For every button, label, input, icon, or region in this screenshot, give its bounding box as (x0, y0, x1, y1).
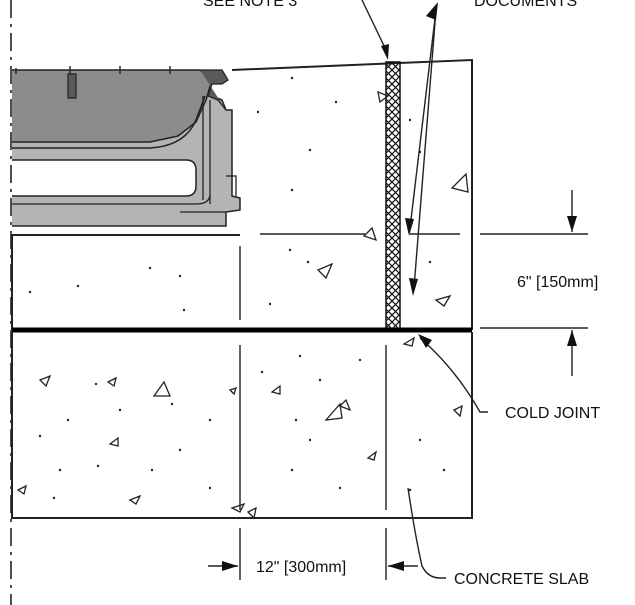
concrete-aggregate-marks (16, 90, 469, 520)
documents-label: DOCUMENTS (474, 0, 577, 10)
see-note-label: SEE NOTE 3 (203, 0, 297, 10)
cold-joint-label: COLD JOINT (505, 405, 600, 422)
concrete-slab-leader (407, 487, 446, 579)
expansion-joint-strip (385, 61, 401, 331)
trench-drain-channel (12, 66, 241, 227)
top-leader-lines (361, 0, 438, 296)
concrete-slab-label: CONCRETE SLAB (454, 571, 589, 588)
height-dimension-label: 6" [150mm] (517, 274, 598, 291)
cold-joint-leader (418, 334, 488, 413)
upper-concrete-section (11, 58, 473, 330)
width-dimension-label: 12" [300mm] (256, 559, 346, 576)
width-dimension (208, 528, 418, 580)
height-dimension (480, 190, 588, 376)
concrete-slab-section (11, 332, 473, 519)
